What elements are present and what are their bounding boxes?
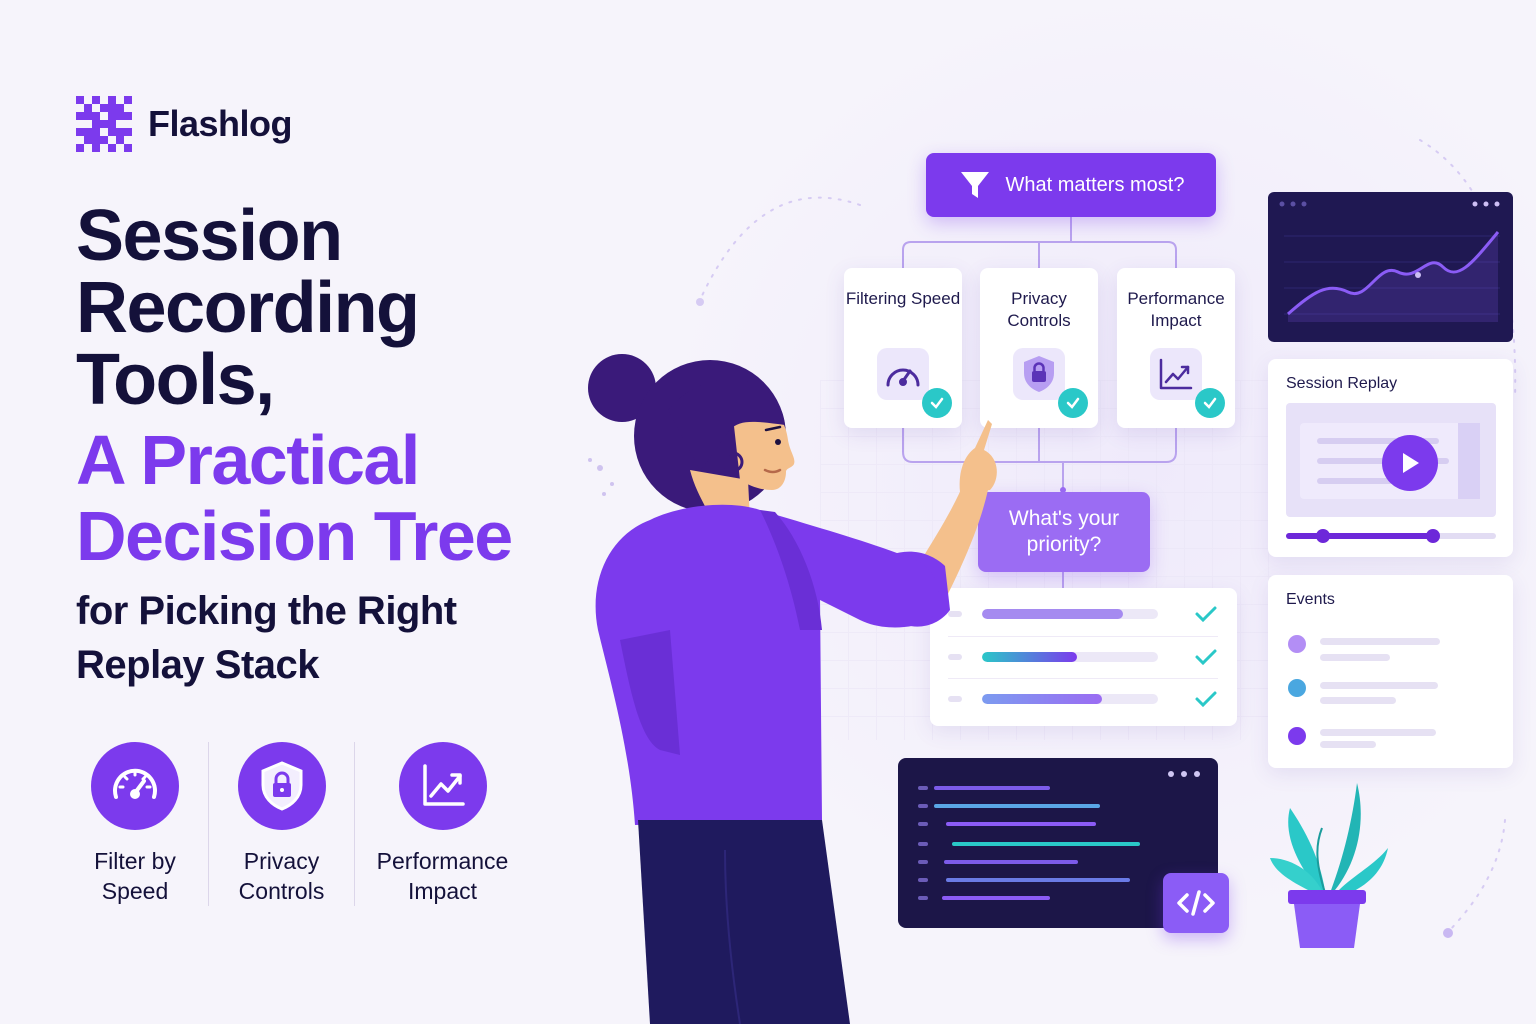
headline-sub-line: Replay Stack — [76, 643, 320, 687]
row-marker — [948, 695, 962, 702]
option-label: Performance Impact — [1127, 289, 1225, 330]
card-title: Session Replay — [1286, 375, 1398, 392]
speedometer-icon — [877, 348, 929, 400]
result-bar — [982, 693, 1158, 704]
headline-line: Session — [76, 196, 343, 276]
event-line — [1320, 697, 1396, 704]
headline-line: Recording — [76, 268, 420, 348]
replay-timeline[interactable] — [1286, 529, 1496, 543]
question-label: What's your priority? — [1008, 507, 1120, 556]
result-bar — [982, 651, 1158, 662]
feature-privacy-controls: Privacy Controls — [208, 742, 354, 906]
session-replay-card[interactable]: Session Replay — [1268, 359, 1513, 557]
result-row[interactable] — [948, 636, 1218, 676]
trend-chart-icon — [398, 742, 487, 830]
result-row[interactable] — [948, 678, 1218, 718]
code-brackets-icon[interactable] — [1163, 873, 1229, 933]
option-label: Filtering Speed — [845, 289, 961, 308]
replay-preview — [1286, 403, 1496, 517]
question-what-matters-most[interactable]: What matters most? — [926, 153, 1216, 217]
code-lines — [918, 771, 1200, 900]
headline-sub-line: for Picking the Right — [76, 589, 457, 633]
card-title: Events — [1286, 591, 1335, 608]
flashlog-logo-icon — [76, 96, 132, 152]
headline-accent-line: Decision Tree — [76, 497, 513, 575]
events-card[interactable]: Events — [1268, 575, 1513, 768]
shield-lock-icon — [1013, 348, 1065, 400]
option-performance-impact[interactable]: Performance Impact — [1117, 268, 1235, 428]
analytics-chart-card — [1268, 192, 1513, 342]
play-icon[interactable] — [1382, 435, 1438, 491]
question-label: What matters most? — [1005, 173, 1185, 196]
event-dot — [1288, 635, 1306, 653]
question-whats-your-priority[interactable]: What's your priority? — [978, 492, 1150, 572]
timeline-progress — [1286, 533, 1433, 539]
event-line — [1320, 741, 1376, 748]
shield-lock-icon — [237, 742, 326, 830]
wave-chart — [1279, 201, 1500, 322]
feature-label: Filter by Speed — [94, 848, 176, 904]
option-filtering-speed[interactable]: Filtering Speed — [844, 268, 962, 428]
feature-label: Privacy Controls — [238, 848, 325, 904]
headline-accent-line: A Practical — [76, 421, 420, 499]
event-line — [1320, 729, 1436, 736]
check-icon — [1195, 691, 1217, 707]
check-icon — [1195, 606, 1217, 623]
result-row[interactable] — [948, 594, 1218, 634]
event-line — [1320, 638, 1440, 645]
feature-label: Performance Impact — [376, 848, 509, 904]
plant-illustration — [1270, 783, 1388, 948]
check-icon — [1195, 388, 1225, 418]
option-privacy-controls[interactable]: Privacy Controls — [980, 268, 1098, 428]
event-line — [1320, 682, 1438, 689]
row-marker — [948, 611, 962, 617]
feature-filter-speed: Filter by Speed — [62, 742, 208, 906]
row-marker — [948, 653, 962, 660]
headline-line: Tools, — [76, 340, 275, 420]
feature-list: Filter by Speed Privacy Controls Perform… — [62, 742, 530, 906]
option-label: Privacy Controls — [1007, 289, 1071, 330]
results-panel — [930, 588, 1237, 726]
timeline-knob[interactable] — [1426, 529, 1440, 543]
check-icon — [922, 388, 952, 418]
person-illustration — [588, 354, 997, 1024]
trend-chart-icon — [1150, 348, 1202, 400]
event-dot — [1288, 727, 1306, 745]
funnel-icon — [960, 172, 989, 198]
speedometer-icon — [91, 742, 179, 830]
check-icon — [1195, 649, 1217, 665]
event-line — [1320, 654, 1390, 661]
timeline-knob[interactable] — [1316, 529, 1330, 543]
result-bar — [982, 609, 1158, 619]
check-icon — [1058, 388, 1088, 418]
brand-name: Flashlog — [148, 103, 293, 144]
brand-logo: Flashlog — [76, 96, 293, 152]
feature-performance-impact: Performance Impact — [354, 742, 530, 906]
event-dot — [1288, 679, 1306, 697]
headline: Session Recording Tools, A Practical Dec… — [76, 200, 596, 692]
